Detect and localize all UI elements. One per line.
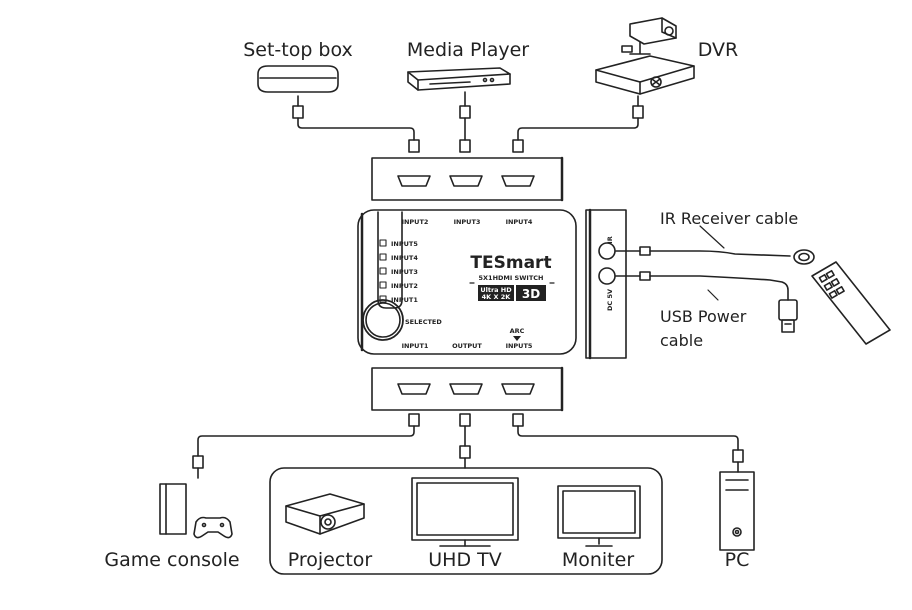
usb-power-cable-label-2: cable bbox=[660, 331, 703, 350]
game-console-icon bbox=[159, 483, 233, 539]
monitor-icon bbox=[557, 485, 641, 547]
usb-plug-icon bbox=[778, 299, 798, 333]
brand-label: TESmart bbox=[470, 253, 551, 273]
selected-label: SELECTED bbox=[405, 318, 442, 326]
dvr-icon bbox=[595, 17, 695, 95]
usb-power-cable-label-1: USB Power bbox=[660, 307, 747, 326]
3d-badge: 3D bbox=[522, 287, 540, 301]
side-control-panel bbox=[585, 208, 791, 360]
uhd-tv-label: UHD TV bbox=[428, 549, 501, 571]
ir-receiver-cable-label: IR Receiver cable bbox=[660, 209, 798, 228]
led-input4-label: INPUT4 bbox=[391, 254, 418, 262]
led-input5-label: INPUT5 bbox=[391, 240, 418, 248]
top-port-panel bbox=[371, 156, 564, 202]
model-label: 5X1HDMI SWITCH bbox=[479, 274, 544, 282]
set-top-box-label: Set-top box bbox=[243, 39, 353, 61]
top-input3-label: INPUT3 bbox=[454, 218, 481, 226]
dc-port-label: DC 5V bbox=[606, 289, 614, 311]
output-label: OUTPUT bbox=[452, 342, 482, 350]
remote-control-icon bbox=[811, 261, 891, 345]
top-input4-label: INPUT4 bbox=[506, 218, 533, 226]
media-player-icon bbox=[407, 67, 511, 91]
pc-label: PC bbox=[725, 549, 750, 571]
ir-receiver-icon bbox=[793, 249, 815, 265]
monitor-label: Moniter bbox=[562, 549, 634, 571]
bottom-input1-label: INPUT1 bbox=[402, 342, 429, 350]
ultra-hd-badge: Ultra HD bbox=[480, 286, 512, 294]
led-input1-label: INPUT1 bbox=[391, 296, 418, 304]
tv-icon bbox=[411, 477, 519, 547]
game-console-label: Game console bbox=[104, 549, 239, 571]
resolution-badge: 4K X 2K bbox=[482, 293, 512, 301]
top-cables bbox=[292, 91, 644, 153]
pc-tower-icon bbox=[719, 471, 755, 551]
hdmi-switch-body bbox=[357, 209, 577, 355]
set-top-box-icon bbox=[257, 65, 339, 93]
display-group-frame bbox=[269, 467, 663, 575]
ir-port-label: IR bbox=[606, 236, 614, 243]
ir-label-pointer bbox=[699, 225, 725, 249]
bottom-cables bbox=[192, 413, 744, 479]
media-player-label: Media Player bbox=[407, 39, 529, 61]
led-input3-label: INPUT3 bbox=[391, 268, 418, 276]
usb-label-pointer bbox=[707, 289, 719, 301]
top-input2-label: INPUT2 bbox=[402, 218, 429, 226]
dvr-label: DVR bbox=[698, 39, 739, 61]
led-input2-label: INPUT2 bbox=[391, 282, 418, 290]
bottom-port-panel bbox=[371, 366, 564, 412]
projector-icon bbox=[285, 493, 365, 535]
bottom-input5-label: INPUT5 bbox=[506, 342, 533, 350]
projector-label: Projector bbox=[288, 549, 373, 571]
arc-label: ARC bbox=[510, 327, 525, 335]
